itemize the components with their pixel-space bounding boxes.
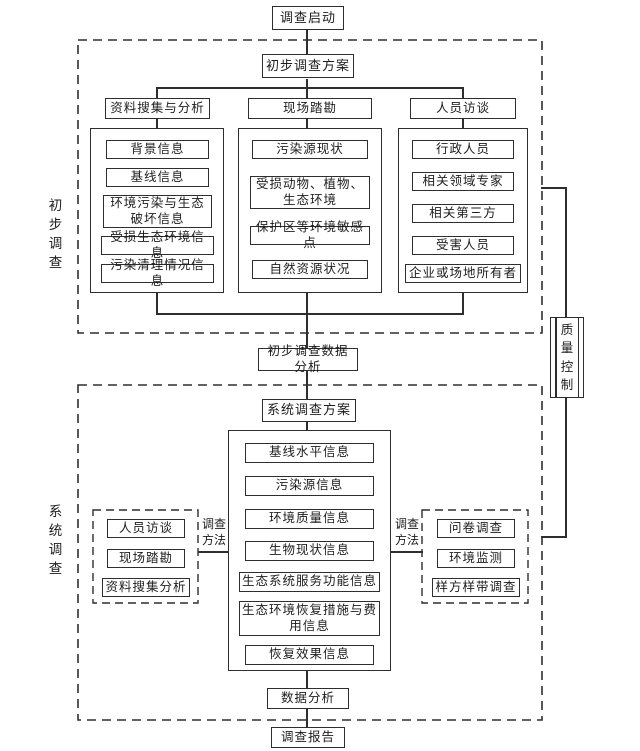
connector-line [565, 187, 567, 318]
flow-node: 恢复效果信息 [245, 645, 374, 665]
connector-line [156, 313, 464, 315]
start-node: 调查启动 [272, 6, 344, 30]
flow-node: 环境监测 [437, 549, 515, 568]
connector-line [198, 551, 229, 553]
connector-line [156, 87, 464, 89]
flow-node: 受损生态环境信息 [101, 230, 214, 260]
connector-line [156, 87, 158, 99]
connector-line [462, 87, 464, 99]
left-method-label: 调查方法 [201, 517, 226, 547]
connector-line [462, 293, 464, 314]
flow-node: 资料搜集分析 [102, 578, 190, 597]
flow-node: 样方样带调查 [432, 578, 520, 597]
connector-line [306, 709, 308, 728]
column-header-interviews: 人员访谈 [410, 98, 516, 119]
connector-line [541, 536, 567, 538]
connector-line [156, 293, 158, 314]
column-header-site-survey: 现场踏勘 [248, 98, 372, 119]
double-bar [555, 318, 557, 397]
flow-node: 基线信息 [106, 168, 209, 187]
connector-line [306, 422, 308, 431]
connector-line [541, 187, 567, 189]
stage1-boundary [77, 39, 543, 334]
quality-control-node: 质量控制 [550, 317, 584, 398]
flow-node: 人员访谈 [107, 519, 185, 538]
stage1-side-label: 初步调查 [48, 198, 63, 271]
report-node: 调查报告 [271, 727, 345, 748]
flow-node: 生态环境恢复措施与费用信息 [239, 601, 380, 636]
flow-node: 相关第三方 [412, 204, 514, 223]
connector-line [390, 551, 423, 553]
right-methods-boundary [421, 509, 529, 604]
connector-line [306, 118, 308, 129]
connector-line [565, 397, 567, 538]
flow-node: 环境质量信息 [245, 509, 374, 529]
flow-node: 基线水平信息 [245, 443, 374, 463]
flow-node: 环境污染与生态破坏信息 [103, 195, 212, 228]
connector-line [306, 79, 308, 99]
connector-line [462, 118, 464, 129]
connector-line [306, 371, 308, 400]
stage1-plan-node: 初步调查方案 [262, 54, 354, 78]
left-methods-boundary [92, 509, 199, 604]
connector-line [156, 118, 158, 129]
flow-node: 保护区等环境敏感点 [250, 220, 370, 250]
column-header-data-collection: 资料搜集与分析 [105, 98, 210, 119]
connector-line [306, 293, 308, 349]
flow-node: 问卷调查 [437, 519, 515, 538]
flow-node: 企业或场地所有者 [405, 264, 521, 283]
stage2-boundary [77, 384, 543, 721]
flow-node: 受损动物、植物、生态环境 [250, 176, 370, 209]
flow-node: 背景信息 [106, 140, 209, 159]
right-method-label: 调查方法 [394, 517, 419, 547]
stage2-plan-node: 系统调查方案 [262, 399, 356, 422]
double-bar [577, 318, 579, 397]
stage2-analysis-node: 数据分析 [267, 688, 349, 709]
quality-control-label: 质量控制 [560, 323, 574, 392]
flow-node: 污染源信息 [245, 476, 374, 496]
stage2-side-label: 系统调查 [48, 504, 63, 577]
flow-node: 受害人员 [412, 236, 514, 255]
flow-node: 行政人员 [412, 140, 514, 159]
connector-line [306, 30, 308, 55]
stage1-analysis-node: 初步调查数据分析 [258, 344, 358, 374]
flow-node: 自然资源状况 [252, 260, 368, 279]
flow-node: 生物现状信息 [245, 541, 374, 561]
flow-node: 污染清理情况信息 [101, 258, 214, 288]
flow-node: 污染源现状 [252, 140, 368, 159]
connector-line [306, 670, 308, 689]
flow-node: 生态系统服务功能信息 [239, 572, 380, 592]
flow-node: 相关领域专家 [412, 172, 514, 191]
flow-node: 现场踏勘 [107, 549, 185, 568]
